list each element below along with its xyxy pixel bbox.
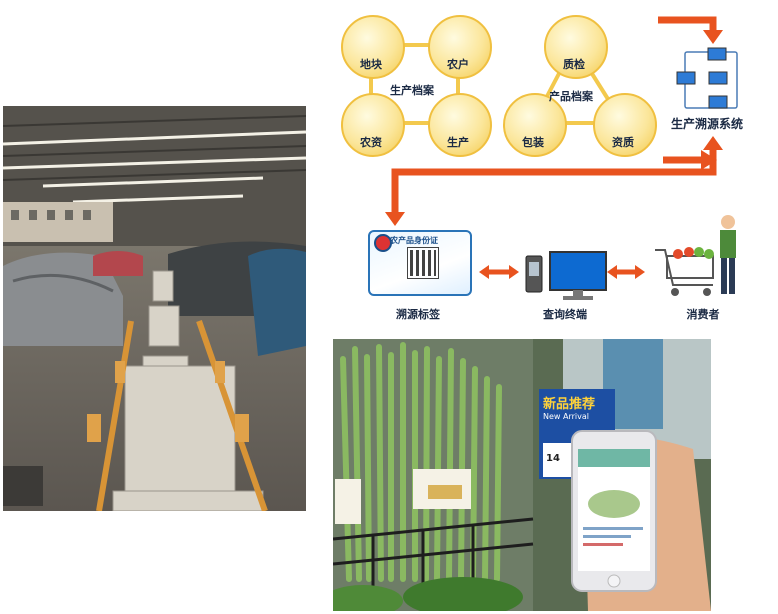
qr-code-icon: [407, 247, 439, 279]
product-records-label: 产品档案: [549, 90, 593, 103]
market-hall-illustration: [3, 106, 306, 511]
inputs-node: [341, 93, 405, 157]
badge-icon: [374, 234, 392, 252]
traceability-tag-card: 农产品身份证: [368, 230, 472, 296]
new-arrival-sign-subtitle: New Arrival: [543, 412, 589, 421]
consumer-label: 消费者: [686, 308, 720, 321]
plot-label: 地块: [360, 58, 382, 71]
traceability-system-label: 生产溯源系统: [671, 117, 744, 131]
quality-check-label: 质检: [563, 58, 585, 71]
traceability-tag-label: 溯源标签: [396, 308, 440, 321]
quality-check-node: [544, 15, 608, 79]
supermarket-illustration: [333, 339, 711, 611]
market-hall-photo: [3, 106, 306, 511]
qualification-label: 资质: [612, 136, 634, 149]
traceability-diagram: 地块 农户 农资 生产 生产档案 质检 包装 资质 产品档案 生产溯源系统 农产…: [333, 0, 776, 339]
supermarket-photo: 新品推荐 New Arrival 14: [333, 339, 711, 611]
production-label: 生产: [447, 136, 469, 149]
price-tag-number: 14: [546, 453, 560, 464]
production-node: [428, 93, 492, 157]
plot-node: [341, 15, 405, 79]
query-terminal-label: 查询终端: [543, 308, 587, 321]
farmer-node: [428, 15, 492, 79]
qualification-node: [593, 93, 657, 157]
inputs-label: 农资: [360, 136, 382, 149]
tag-card-title: 农产品身份证: [390, 236, 438, 245]
farmer-label: 农户: [447, 58, 469, 71]
production-records-label: 生产档案: [390, 84, 434, 97]
new-arrival-sign-title: 新品推荐: [543, 397, 596, 412]
packaging-label: 包装: [522, 136, 544, 149]
packaging-node: [503, 93, 567, 157]
